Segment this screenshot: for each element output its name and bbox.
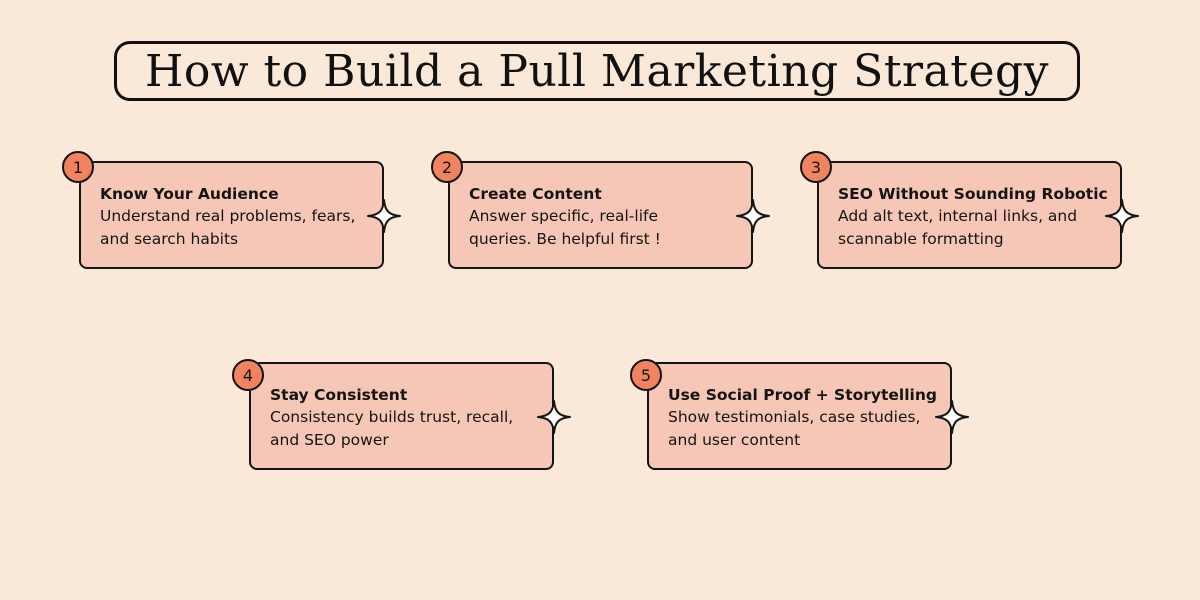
page-title: How to Build a Pull Marketing Strategy [144,45,1050,97]
step-title: Use Social Proof + Storytelling [668,386,937,404]
step-number-badge-2: 2 [431,151,463,183]
four-point-sparkle-icon [1105,199,1139,233]
title-banner: How to Build a Pull Marketing Strategy [114,41,1080,101]
step-description: Answer specific, real-life queries. Be h… [469,205,729,251]
step-card-content: SEO Without Sounding Robotic Add alt tex… [838,183,1108,251]
step-description-line: and user content [668,431,801,449]
step-card-3: SEO Without Sounding Robotic Add alt tex… [817,161,1122,269]
step-description-line: Add alt text, internal links, and [838,207,1078,225]
step-description-line: and SEO power [270,431,389,449]
step-description-line: Answer specific, real-life [469,207,659,225]
step-number-badge-5: 5 [630,359,662,391]
step-description-line: Show testimonials, case studies, [668,408,921,426]
step-description: Understand real problems, fears, and sea… [100,205,360,251]
step-description: Add alt text, internal links, and scanna… [838,205,1098,251]
step-description-line: queries. Be helpful first ! [469,230,661,248]
step-title: Create Content [469,185,602,203]
step-description-line: scannable formatting [838,230,1004,248]
step-number-badge-4: 4 [232,359,264,391]
step-description: Consistency builds trust, recall, and SE… [270,406,530,452]
step-card-content: Stay Consistent Consistency builds trust… [270,384,530,452]
step-title: Know Your Audience [100,185,279,203]
step-card-5: Use Social Proof + Storytelling Show tes… [647,362,952,470]
step-card-content: Use Social Proof + Storytelling Show tes… [668,384,937,452]
step-description-line: Understand real problems, fears, [100,207,356,225]
step-card-4: Stay Consistent Consistency builds trust… [249,362,554,470]
step-card-content: Know Your Audience Understand real probl… [100,183,360,251]
step-description-line: and search habits [100,230,239,248]
step-description-line: Consistency builds trust, recall, [270,408,514,426]
step-description: Show testimonials, case studies, and use… [668,406,928,452]
four-point-sparkle-icon [736,199,770,233]
four-point-sparkle-icon [537,400,571,434]
step-number-badge-1: 1 [62,151,94,183]
step-card-1: Know Your Audience Understand real probl… [79,161,384,269]
step-number-badge-3: 3 [800,151,832,183]
step-title: SEO Without Sounding Robotic [838,185,1108,203]
four-point-sparkle-icon [367,199,401,233]
step-title: Stay Consistent [270,386,408,404]
four-point-sparkle-icon [935,400,969,434]
step-card-content: Create Content Answer specific, real-lif… [469,183,729,251]
step-card-2: Create Content Answer specific, real-lif… [448,161,753,269]
